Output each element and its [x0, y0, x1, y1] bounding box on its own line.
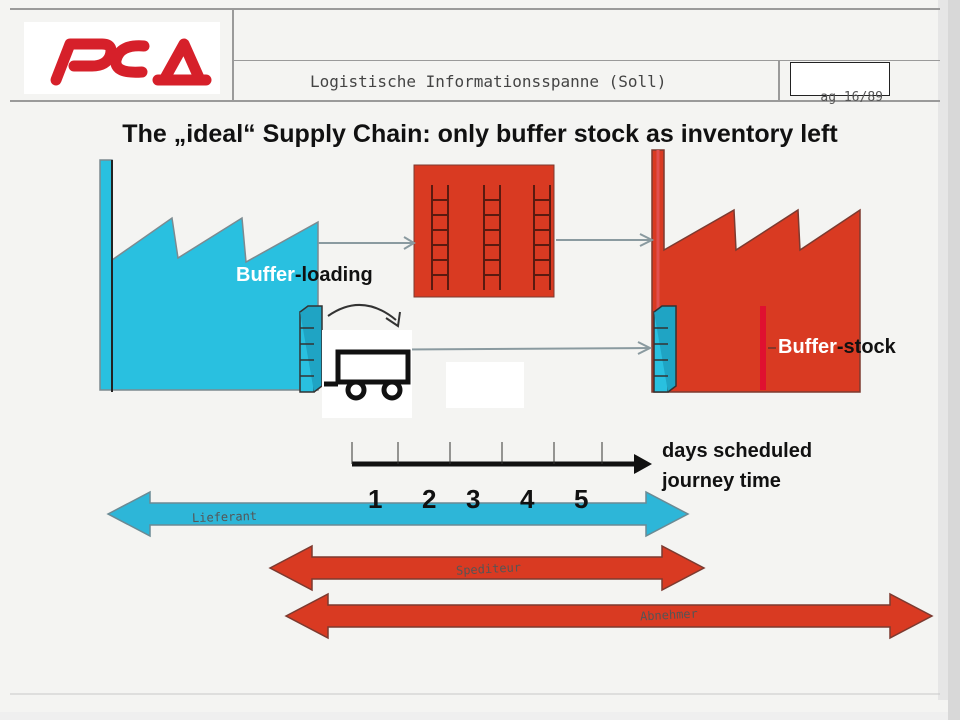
logo-box	[24, 22, 220, 94]
day-tick-4: 4	[520, 484, 535, 514]
timeline-axis	[351, 442, 652, 474]
header-top-rule	[10, 8, 940, 10]
stage-arrow-spediteur	[268, 544, 706, 592]
buffer-loading-label: Buffer-loading	[236, 264, 373, 287]
buffer-stock-stack-icon	[653, 305, 677, 393]
buffer-loading-label-b: -loading	[294, 264, 373, 286]
day-tick-1: 1	[368, 484, 383, 514]
day-tick-2: 2	[422, 484, 437, 514]
header-divider-left	[232, 8, 234, 102]
diagram-title: The „ideal“ Supply Chain: only buffer st…	[122, 120, 838, 148]
buffer-loading-label-a: Buffer	[236, 264, 295, 286]
warehouse-icon	[413, 164, 555, 298]
stage-arrow-abnehmer	[284, 592, 934, 640]
rzd-logo-icon	[50, 38, 212, 86]
timeline-caption: days scheduled journey time	[662, 436, 812, 496]
blank-patch	[446, 362, 524, 408]
page-edge	[948, 0, 960, 720]
day-tick-5: 5	[574, 484, 589, 514]
supplier-factory-icon	[99, 159, 319, 392]
form-title: Logistische Informationsspanne (Soll)	[310, 72, 667, 91]
loading-curve-arrowhead	[385, 311, 401, 328]
timeline-caption-line2: journey time	[662, 470, 781, 492]
buffer-loading-stack-icon	[299, 305, 323, 393]
timeline-caption-line1: days scheduled	[662, 440, 813, 462]
supply-chain-diagram	[10, 149, 940, 695]
buffer-stock-label-a: Buffer	[778, 336, 837, 358]
day-tick-3: 3	[466, 484, 481, 514]
loading-curve-arrow	[327, 303, 397, 321]
header-bottom-rule	[10, 100, 940, 102]
buffer-stock-label-b: -stock	[836, 336, 896, 358]
wagon-icon	[322, 330, 412, 418]
page-number-box: ag 16/89	[790, 62, 890, 105]
page-number: ag 16/89	[820, 90, 883, 105]
buffer-stock-marker	[760, 306, 766, 390]
stage-label-abnehmer: Abnehmer	[639, 606, 699, 624]
buffer-stock-label: Buffer-stock	[778, 336, 896, 359]
header-divider-right	[778, 60, 780, 102]
page-edge-inner	[938, 0, 948, 700]
header-mid-rule	[232, 60, 940, 61]
stage-label-lieferant: Lieferant	[191, 508, 258, 526]
stage-arrow-lieferant	[106, 490, 690, 538]
